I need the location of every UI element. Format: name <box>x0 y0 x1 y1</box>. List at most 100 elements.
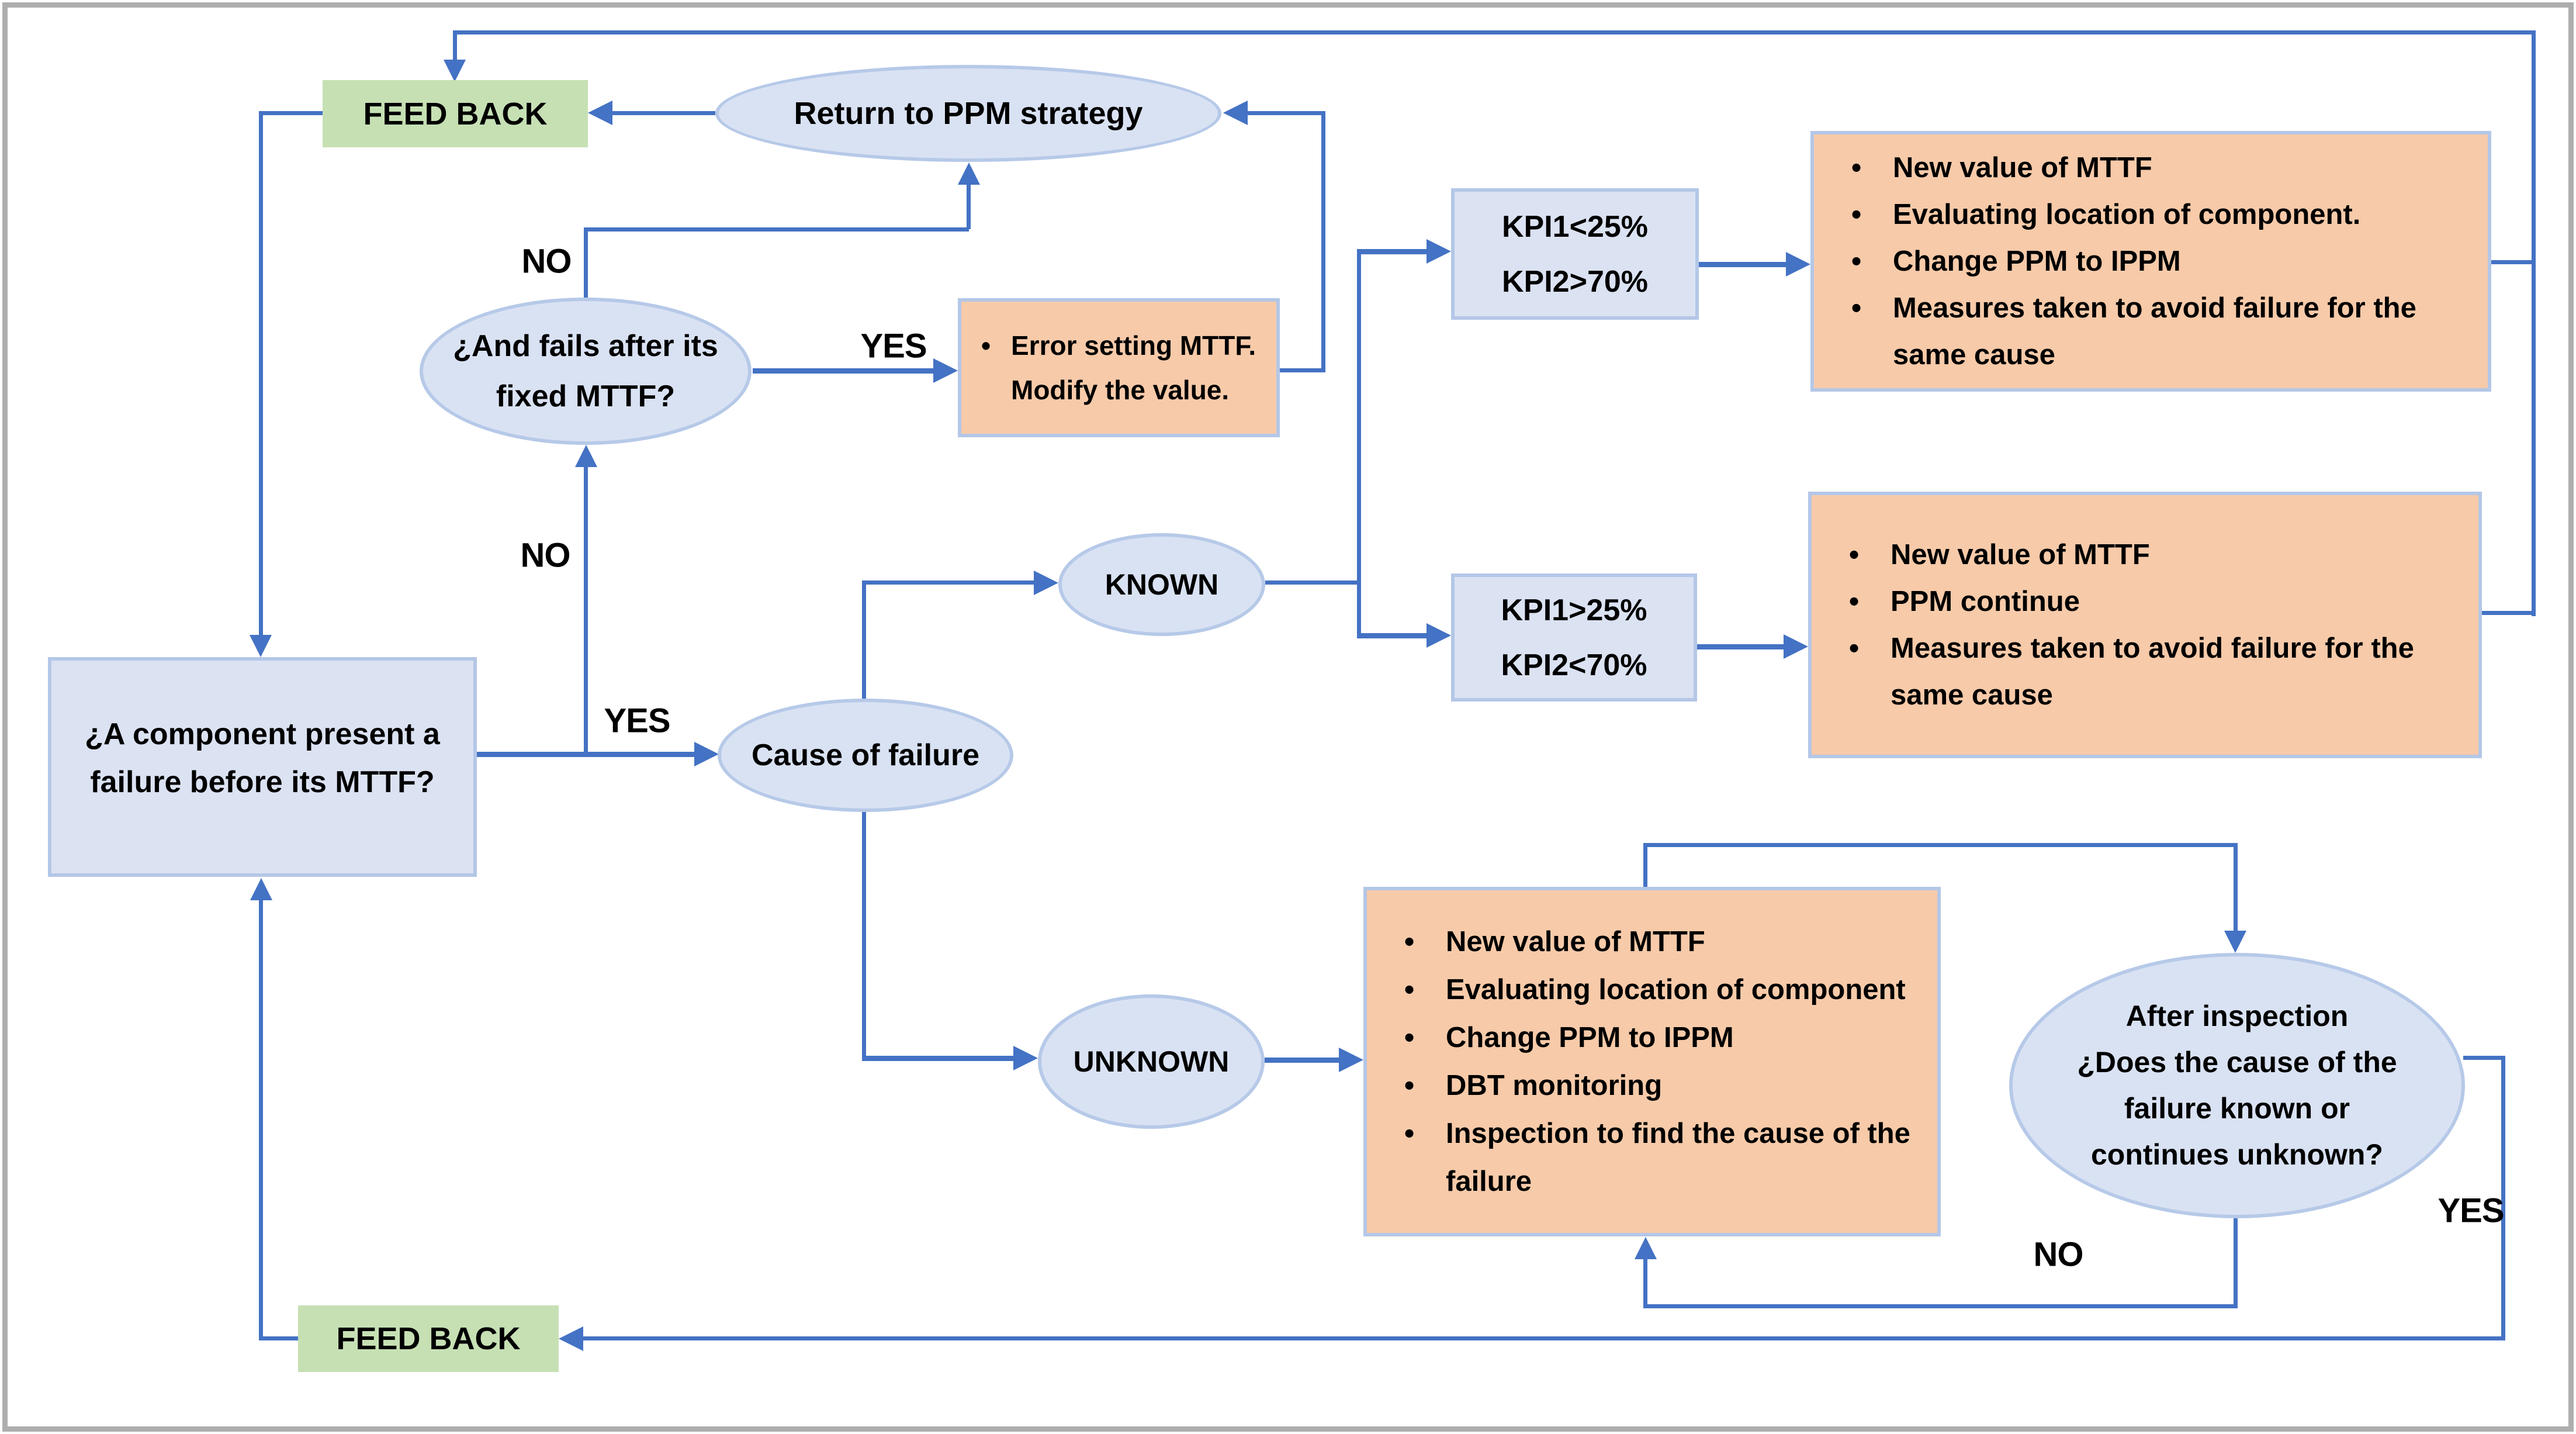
after-inspection-line1: After inspection <box>2125 1000 2349 1032</box>
arrow-into-known <box>1034 571 1058 595</box>
unknown-label: UNKNOWN <box>1073 1045 1230 1078</box>
arrow-into-return-right <box>1223 101 1248 125</box>
edge-yes-lower-v <box>2501 1056 2505 1340</box>
fails-after-ellipse: ¿And fails after its fixed MTTF? <box>420 298 752 445</box>
edge-action1-exit-h <box>2491 260 2536 264</box>
kpi-lower-box: KPI1>25% KPI2<70% <box>1451 573 1697 702</box>
component-question-line1: ¿A component present a <box>85 717 440 751</box>
edge-no-upper-v1 <box>584 227 588 298</box>
edge-no-upper-h <box>584 227 969 231</box>
kpi-upper-line1: KPI1<25% <box>1501 209 1649 244</box>
edge-yes-lower-exit-h <box>2463 1056 2505 1060</box>
kpi-lower-line1: KPI1>25% <box>1501 593 1647 627</box>
edge-cause-unknown-v <box>862 812 866 1060</box>
edge-inspect-down-v <box>2234 843 2238 932</box>
arrow-into-component-top <box>250 635 272 657</box>
action-lower-box: New value of MTTF Evaluating location of… <box>1363 887 1941 1236</box>
label-yes-upper: YES <box>860 327 927 365</box>
edge-branch-kpi1-h <box>1357 249 1428 254</box>
arrow-into-kpi-lower <box>1427 623 1451 648</box>
action-lower-bullet: DBT monitoring <box>1384 1062 1926 1110</box>
edge-action3-return-v <box>1643 1258 1647 1308</box>
arrow-into-component-bottom <box>250 878 272 900</box>
edge-branch-kpi2-h <box>1357 633 1428 638</box>
edge-inspect-top-h <box>1643 843 2238 847</box>
error-setting-bullet: Error setting MTTF. Modify the value. <box>961 323 1276 412</box>
cause-label: Cause of failure <box>751 738 980 772</box>
edge-error-exit-h <box>1280 368 1325 372</box>
after-inspection-line2: ¿Does the cause of the <box>2077 1046 2397 1079</box>
edge-left-v-bottom <box>259 900 263 1340</box>
label-no-upper: NO <box>521 242 572 281</box>
arrow-into-unknown <box>1013 1046 1038 1070</box>
action-lower-bullet: Inspection to find the cause of the fail… <box>1384 1110 1926 1205</box>
unknown-ellipse: UNKNOWN <box>1038 994 1265 1129</box>
arrow-into-inspection-top <box>2224 931 2246 953</box>
edge-error-loop-h <box>1247 111 1323 115</box>
edge-return-to-feedback-h <box>610 111 715 115</box>
known-label: KNOWN <box>1105 568 1219 601</box>
edge-feedback-left-h <box>262 111 323 115</box>
known-ellipse: KNOWN <box>1058 533 1265 636</box>
action-upper-bullet: New value of MTTF <box>1831 144 2482 191</box>
feedback-bottom-box: FEED BACK <box>298 1305 559 1372</box>
arrow-into-action2 <box>1784 634 1808 659</box>
return-ppm-ellipse: Return to PPM strategy <box>715 65 1221 162</box>
action-middle-bullet: New value of MTTF <box>1829 531 2437 578</box>
edge-action3-up-v <box>1643 843 1647 887</box>
edge-left-v-top <box>259 111 263 636</box>
edge-no-upper-v2 <box>967 182 971 229</box>
return-ppm-label: Return to PPM strategy <box>794 96 1143 131</box>
fails-after-line2: fixed MTTF? <box>496 379 676 413</box>
component-question-box: ¿A component present a failure before it… <box>48 657 477 877</box>
edge-kpi1-action1-h <box>1699 262 1786 267</box>
error-setting-box: Error setting MTTF. Modify the value. <box>958 298 1280 437</box>
feedback-top-box: FEED BACK <box>323 80 588 147</box>
action-middle-box: New value of MTTF PPM continue Measures … <box>1808 492 2482 758</box>
action-lower-bullet: Change PPM to IPPM <box>1384 1014 1926 1062</box>
fails-after-line1: ¿And fails after its <box>453 329 718 363</box>
arrow-into-feedback-bottom <box>559 1326 583 1351</box>
edge-action2-exit-h <box>2482 611 2536 615</box>
edge-cause-known-h <box>862 580 1035 585</box>
edge-known-branch-h <box>1265 580 1361 585</box>
action-middle-bullet: Measures taken to avoid failure for the … <box>1829 625 2437 718</box>
arrow-into-action3-bottom <box>1635 1237 1657 1259</box>
after-inspection-line4: continues unknown? <box>2091 1138 2383 1171</box>
arrow-into-feedback-top <box>444 60 466 82</box>
edge-no-mid-v <box>584 467 588 756</box>
arrow-into-error-box <box>933 358 958 383</box>
action-upper-bullet: Measures taken to avoid failure for the … <box>1831 285 2482 378</box>
feedback-top-label: FEED BACK <box>363 96 548 132</box>
action-upper-box: New value of MTTF Evaluating location of… <box>1810 131 2491 392</box>
kpi-lower-line2: KPI2<70% <box>1501 648 1647 682</box>
component-question-line2: failure before its MTTF? <box>90 765 435 799</box>
edge-kpi2-action2-h <box>1697 644 1784 649</box>
label-yes-lower: YES <box>2437 1191 2504 1230</box>
action-lower-bullet: New value of MTTF <box>1384 918 1926 966</box>
edge-feedback-bottom-left-h <box>261 1336 298 1340</box>
arrow-into-return-bottom <box>958 163 980 185</box>
action-middle-bullet: PPM continue <box>1829 578 2437 625</box>
edge-unknown-action3-h <box>1265 1058 1339 1063</box>
arrow-into-action1 <box>1786 252 1810 277</box>
action-upper-bullet: Evaluating location of component. <box>1831 191 2482 238</box>
kpi-upper-line2: KPI2>70% <box>1501 264 1649 299</box>
edge-cause-unknown-h <box>862 1056 1013 1061</box>
arrow-into-cause <box>694 742 719 766</box>
edge-top-loop-h <box>453 30 2536 34</box>
edge-cause-known-v <box>862 583 866 699</box>
edge-yes-mid-h <box>477 752 695 757</box>
edge-inspect-no-h <box>1643 1304 2238 1308</box>
after-inspection-ellipse: After inspection ¿Does the cause of the … <box>2009 953 2465 1218</box>
edge-right-loop-v <box>2532 30 2536 616</box>
edge-error-loop-v <box>1321 111 1325 372</box>
edge-bottom-loop-h <box>582 1336 2505 1340</box>
label-no-lower: NO <box>2033 1235 2084 1274</box>
arrow-into-action3 <box>1339 1048 1363 1072</box>
action-upper-bullet: Change PPM to IPPM <box>1831 238 2482 285</box>
cause-ellipse: Cause of failure <box>718 699 1013 812</box>
edge-inspect-no-v <box>2234 1218 2238 1308</box>
arrow-into-feedback-top-right <box>588 101 612 125</box>
